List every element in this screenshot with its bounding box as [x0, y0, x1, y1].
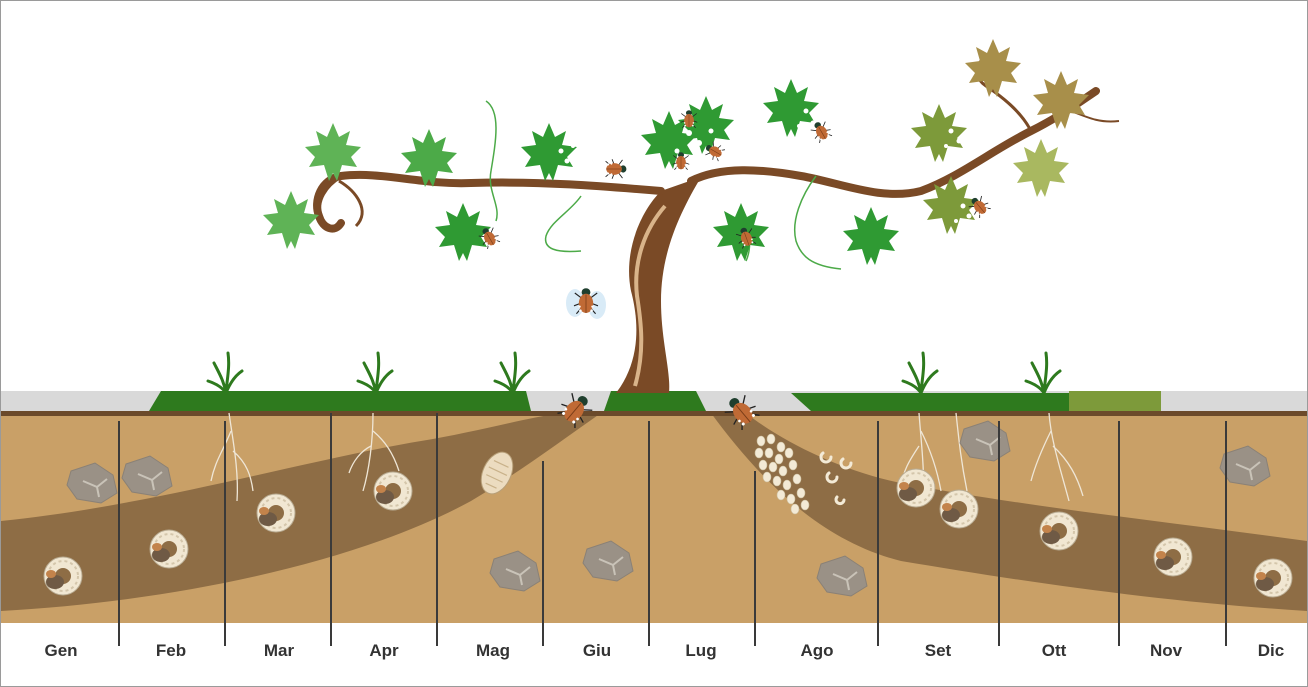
soil-surface-line	[1, 411, 1307, 416]
grass-patch-left	[149, 391, 531, 411]
month-label-set: Set	[888, 641, 988, 661]
dry-grass-patch	[1069, 391, 1161, 411]
grass-tuft	[903, 353, 937, 393]
grub-larva-small	[897, 469, 935, 507]
month-label-nov: Nov	[1116, 641, 1216, 661]
month-label-ago: Ago	[767, 641, 867, 661]
flying-beetle	[566, 288, 606, 319]
leaf-autumn	[1013, 139, 1069, 197]
grub-larva	[1154, 538, 1192, 576]
grass-tuft	[208, 353, 242, 393]
grub-larva	[1040, 512, 1078, 550]
grub-larva	[257, 494, 295, 532]
leaf-autumn	[911, 104, 967, 162]
grass-patch-center	[604, 391, 706, 411]
month-label-apr: Apr	[334, 641, 434, 661]
grub-larva	[374, 472, 412, 510]
leaf-dry	[1033, 71, 1089, 129]
month-label-dic: Dic	[1221, 641, 1308, 661]
month-label-ott: Ott	[1004, 641, 1104, 661]
month-label-feb: Feb	[121, 641, 221, 661]
month-label-gen: Gen	[11, 641, 111, 661]
grub-larva	[150, 530, 188, 568]
leaf	[263, 191, 319, 249]
grub-larva	[1254, 559, 1292, 597]
month-label-mag: Mag	[443, 641, 543, 661]
month-label-mar: Mar	[229, 641, 329, 661]
grass-patch-right	[791, 393, 1069, 411]
month-label-giu: Giu	[547, 641, 647, 661]
japanese-beetle	[606, 159, 627, 179]
grub-larva	[940, 490, 978, 528]
grass-tuft	[358, 353, 392, 393]
grass-tuft	[1026, 353, 1060, 393]
leaf-dry	[965, 39, 1021, 97]
leaf	[843, 207, 899, 265]
grub-larva	[44, 557, 82, 595]
leaf	[521, 123, 577, 181]
month-label-lug: Lug	[651, 641, 751, 661]
leaf	[763, 79, 819, 137]
grass-tuft	[495, 353, 529, 393]
